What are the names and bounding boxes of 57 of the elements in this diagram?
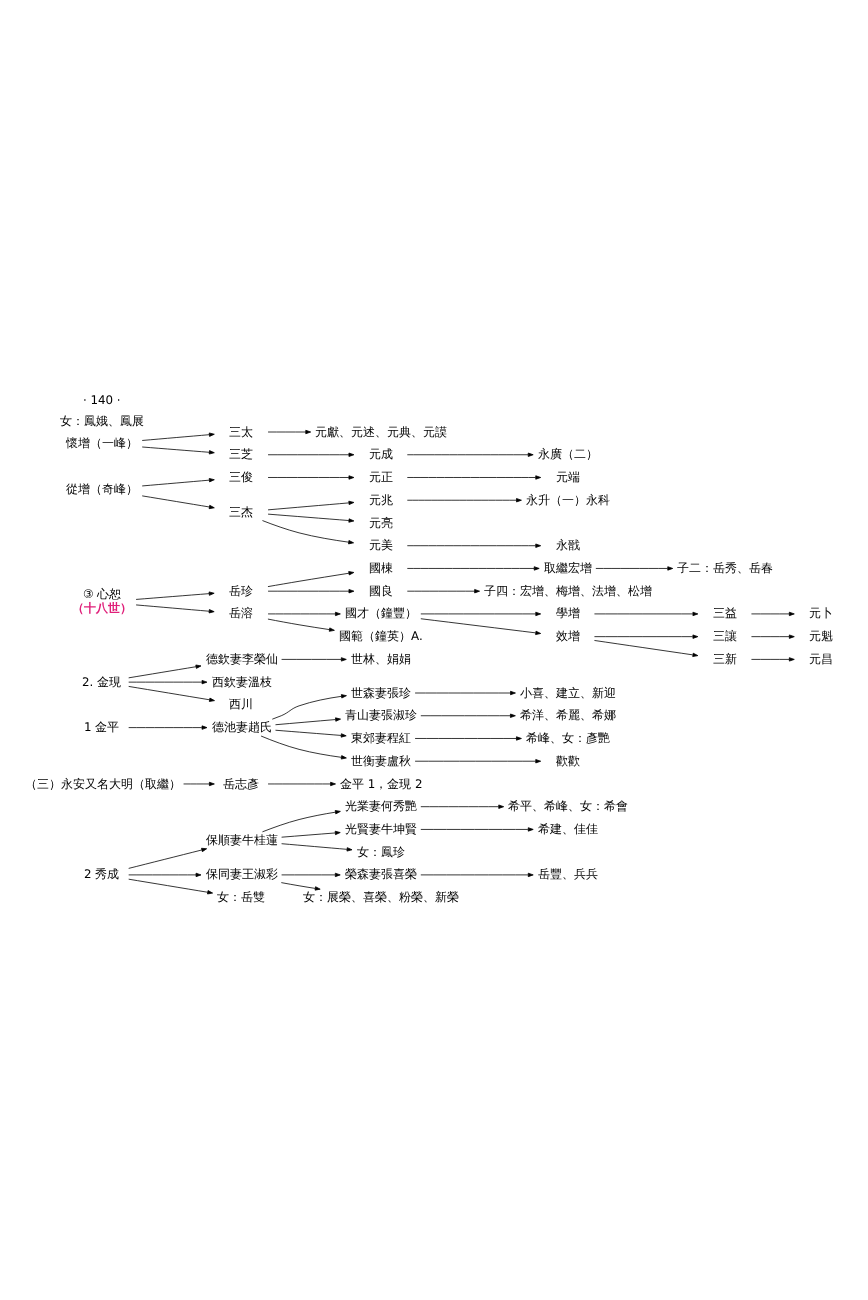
arrow xyxy=(141,432,215,441)
arrow xyxy=(262,520,354,545)
arrow xyxy=(267,475,355,480)
arrow xyxy=(406,452,534,457)
arrow xyxy=(275,729,347,738)
arrow xyxy=(406,475,542,480)
arrow xyxy=(267,571,355,587)
arrow xyxy=(271,694,347,720)
arrow xyxy=(594,634,699,639)
arrow xyxy=(420,618,542,635)
arrow xyxy=(128,686,215,702)
arrow xyxy=(420,611,542,617)
arrow xyxy=(420,827,534,832)
arrow xyxy=(420,804,505,809)
arrow xyxy=(275,717,341,726)
arrow xyxy=(420,713,516,718)
arrow xyxy=(280,882,321,891)
arrow xyxy=(751,634,795,639)
arrow xyxy=(406,543,542,548)
arrow xyxy=(141,478,215,487)
arrow xyxy=(128,847,208,869)
arrow xyxy=(267,429,312,435)
arrow xyxy=(751,657,795,662)
arrow xyxy=(267,452,355,457)
arrow xyxy=(141,446,215,455)
arrow xyxy=(267,500,355,511)
arrow xyxy=(414,736,522,741)
arrow xyxy=(414,690,516,696)
arrow xyxy=(281,872,341,878)
arrow xyxy=(420,872,534,878)
arrow xyxy=(594,611,699,617)
arrow xyxy=(594,640,699,657)
arrow xyxy=(267,618,335,632)
arrow xyxy=(406,589,480,594)
arrow xyxy=(406,498,522,503)
arrow xyxy=(262,810,341,833)
arrow xyxy=(414,759,542,764)
arrow xyxy=(595,566,674,571)
arrow xyxy=(128,664,202,679)
arrow xyxy=(267,513,355,523)
arrow xyxy=(128,680,208,685)
arrow xyxy=(281,843,353,852)
arrow xyxy=(260,735,347,760)
arrow xyxy=(267,611,341,617)
arrow xyxy=(267,589,355,594)
arrow xyxy=(128,725,208,730)
arrow xyxy=(128,878,213,895)
arrow xyxy=(751,611,795,617)
arrow xyxy=(183,781,215,787)
arrow xyxy=(281,657,347,662)
arrow xyxy=(406,566,540,571)
arrow xyxy=(141,495,215,510)
arrow xyxy=(135,604,215,614)
arrow xyxy=(281,830,341,838)
arrow xyxy=(128,872,202,878)
arrow xyxy=(267,781,336,787)
arrow xyxy=(135,591,215,600)
